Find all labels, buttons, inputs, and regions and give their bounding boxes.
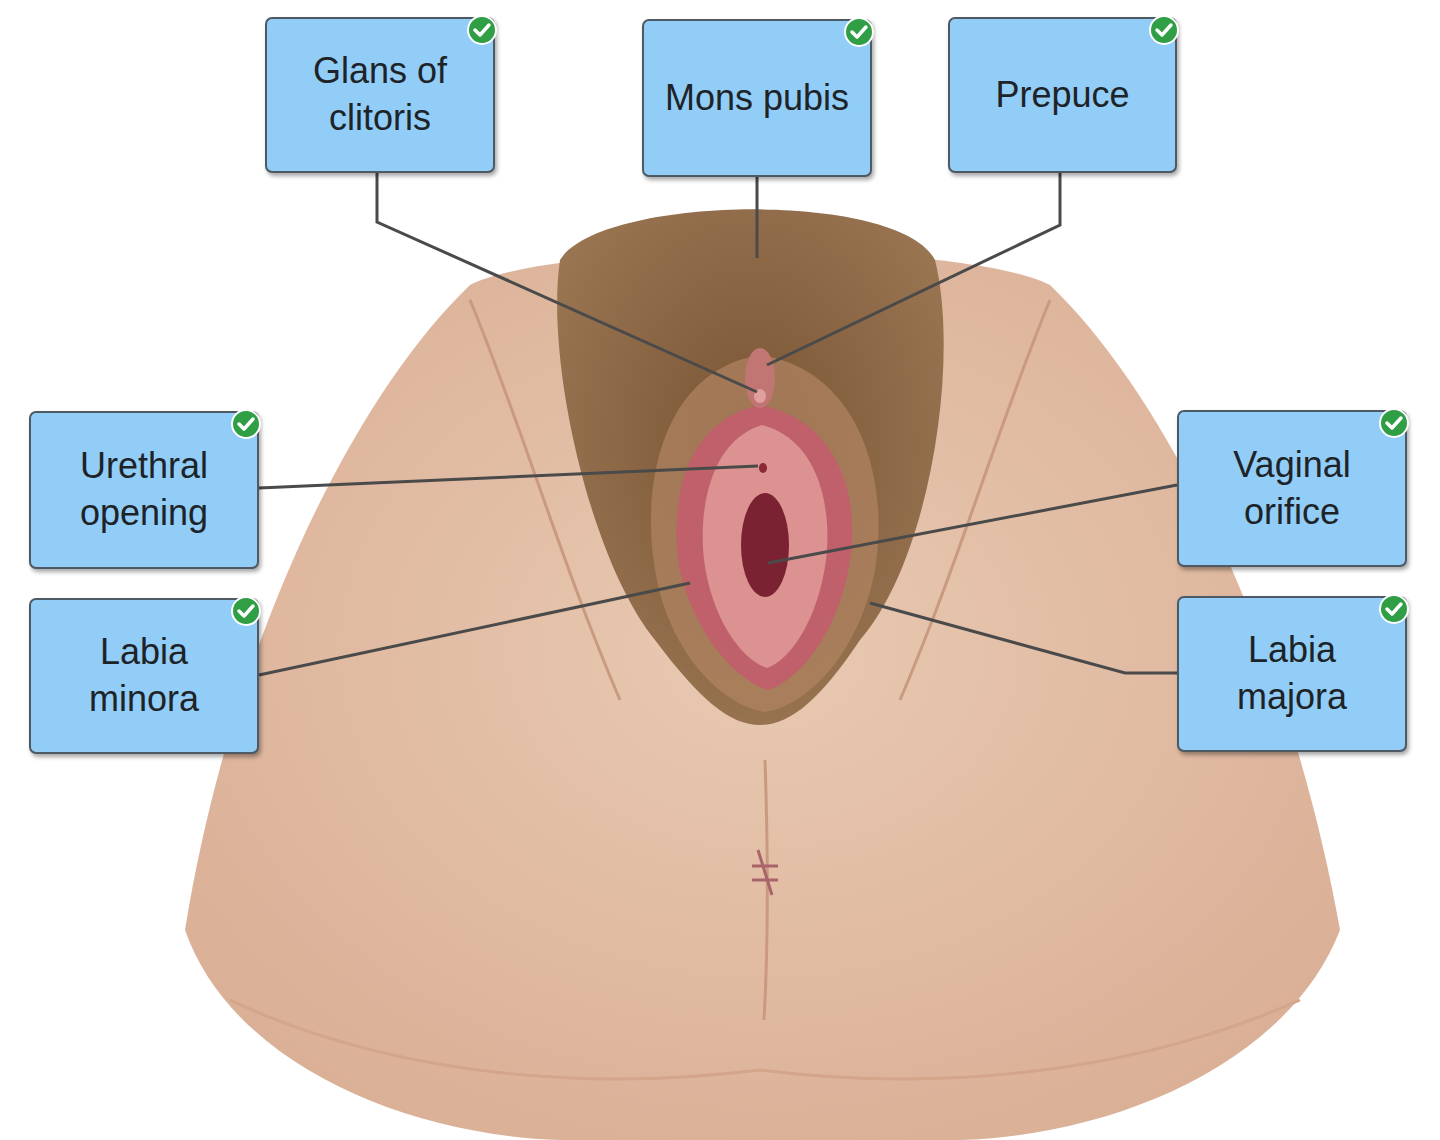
label-box: Labia majora: [1177, 596, 1407, 752]
check-mark: [239, 419, 253, 429]
label-text: Prepuce: [995, 72, 1129, 119]
label-box: Mons pubis: [642, 19, 872, 177]
anus: [752, 850, 778, 895]
check-circle: [468, 16, 496, 44]
check-mark: [475, 25, 489, 35]
check-icon: [1377, 592, 1411, 626]
labia-majora-shape: [651, 355, 879, 712]
check-icon: [1377, 406, 1411, 440]
body-outline: [185, 251, 1340, 1140]
prepuce-shape: [745, 348, 775, 408]
check-icon: [1147, 13, 1181, 47]
check-circle: [232, 597, 260, 625]
check-mark: [1387, 604, 1401, 614]
vaginal-orifice-shape: [741, 493, 789, 597]
label-text: Mons pubis: [665, 75, 849, 122]
check-mark: [239, 606, 253, 616]
leader-line: [870, 603, 1177, 673]
check-circle: [1380, 409, 1408, 437]
check-icon: [842, 15, 876, 49]
leader-line: [377, 173, 757, 392]
check-icon: [465, 13, 499, 47]
label-text: Vaginal orifice: [1193, 442, 1391, 536]
label-text: Glans of clitoris: [281, 48, 479, 142]
label-box: Vaginal orifice: [1177, 410, 1407, 567]
leader-lines: [259, 173, 1177, 675]
label-text: Labia majora: [1193, 627, 1391, 721]
check-circle: [845, 18, 873, 46]
label-box: Urethral opening: [29, 411, 259, 569]
leader-line: [259, 583, 690, 675]
check-circle: [1380, 595, 1408, 623]
check-mark: [1157, 25, 1171, 35]
label-box: Glans of clitoris: [265, 17, 495, 173]
label-box: Prepuce: [948, 17, 1177, 173]
check-icon: [229, 594, 263, 628]
check-circle: [232, 410, 260, 438]
check-icon: [229, 407, 263, 441]
leader-line: [756, 177, 759, 258]
leader-line: [259, 466, 758, 488]
vestibule: [703, 425, 828, 668]
check-mark: [852, 27, 866, 37]
labia-minora-shape: [676, 405, 852, 690]
label-box: Labia minora: [29, 598, 259, 754]
label-text: Labia minora: [45, 629, 243, 723]
label-text: Urethral opening: [45, 443, 243, 537]
check-circle: [1150, 16, 1178, 44]
buttock-cleft: [764, 760, 767, 1020]
leader-line: [767, 173, 1060, 365]
gluteal-fold: [230, 1000, 1300, 1079]
check-mark: [1387, 418, 1401, 428]
leader-line: [768, 485, 1177, 563]
urethral-opening-dot: [759, 463, 767, 473]
